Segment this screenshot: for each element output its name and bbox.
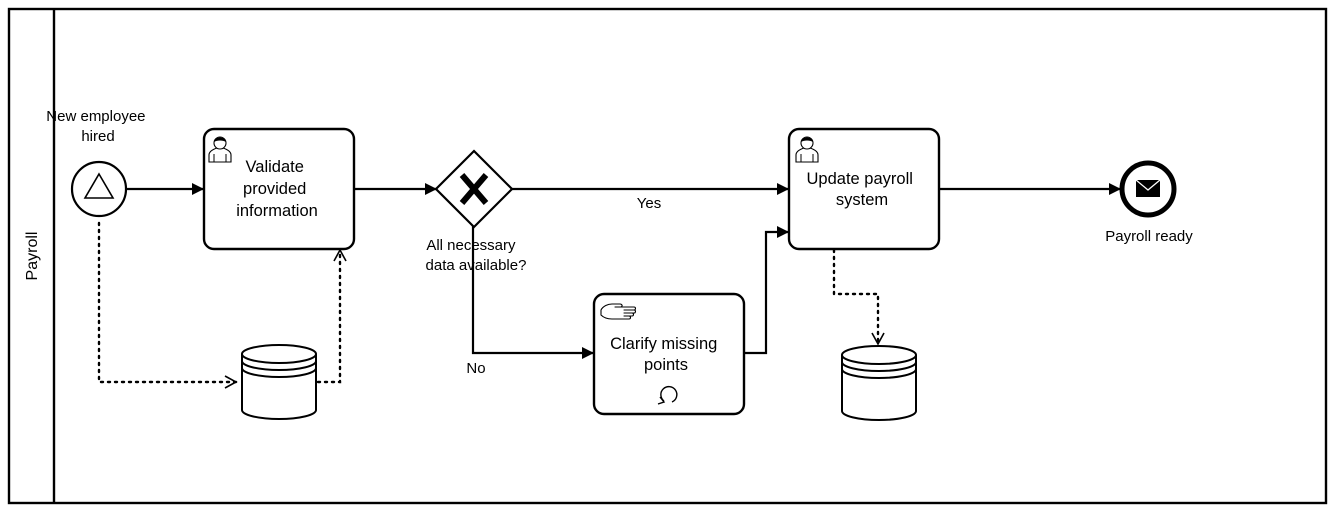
triangle-signal-icon <box>83 172 115 199</box>
task-update-payroll[interactable]: Update payroll system <box>787 127 941 251</box>
association-update-to-datastore <box>832 248 885 346</box>
flow-gateway-no[interactable] <box>471 226 594 359</box>
start-event-label: New employee hired <box>46 108 149 145</box>
association-datastore-to-validate <box>316 248 347 384</box>
hand-icon <box>600 303 637 320</box>
data-store-2[interactable] <box>841 345 917 421</box>
data-store-1[interactable] <box>241 344 317 420</box>
envelope-icon <box>1135 179 1161 197</box>
flow-clarify-to-update[interactable] <box>744 226 789 355</box>
end-event-label: Payroll ready <box>1105 228 1193 245</box>
user-icon <box>795 136 819 163</box>
flow-label-no: No <box>466 360 485 377</box>
task-validate[interactable]: Validate provided information <box>202 127 356 251</box>
database-icon <box>841 345 917 421</box>
pool-label: Payroll <box>24 232 41 281</box>
x-icon <box>459 173 489 205</box>
database-icon <box>241 344 317 420</box>
task-clarify-label: Clarify missing points <box>610 335 722 374</box>
flow-label-yes: Yes <box>637 195 661 212</box>
exclusive-gateway[interactable] <box>434 149 514 229</box>
task-update-label: Update payroll system <box>807 170 918 209</box>
end-event[interactable] <box>1119 160 1177 218</box>
start-event[interactable] <box>70 160 128 218</box>
loop-icon <box>657 386 678 405</box>
task-validate-label: Validate provided information <box>236 158 318 220</box>
pool-payroll[interactable]: Payroll <box>7 7 1328 505</box>
task-clarify[interactable]: Clarify missing points <box>592 292 746 416</box>
user-icon <box>208 136 232 163</box>
gateway-label: All necessary data available? <box>426 237 527 274</box>
